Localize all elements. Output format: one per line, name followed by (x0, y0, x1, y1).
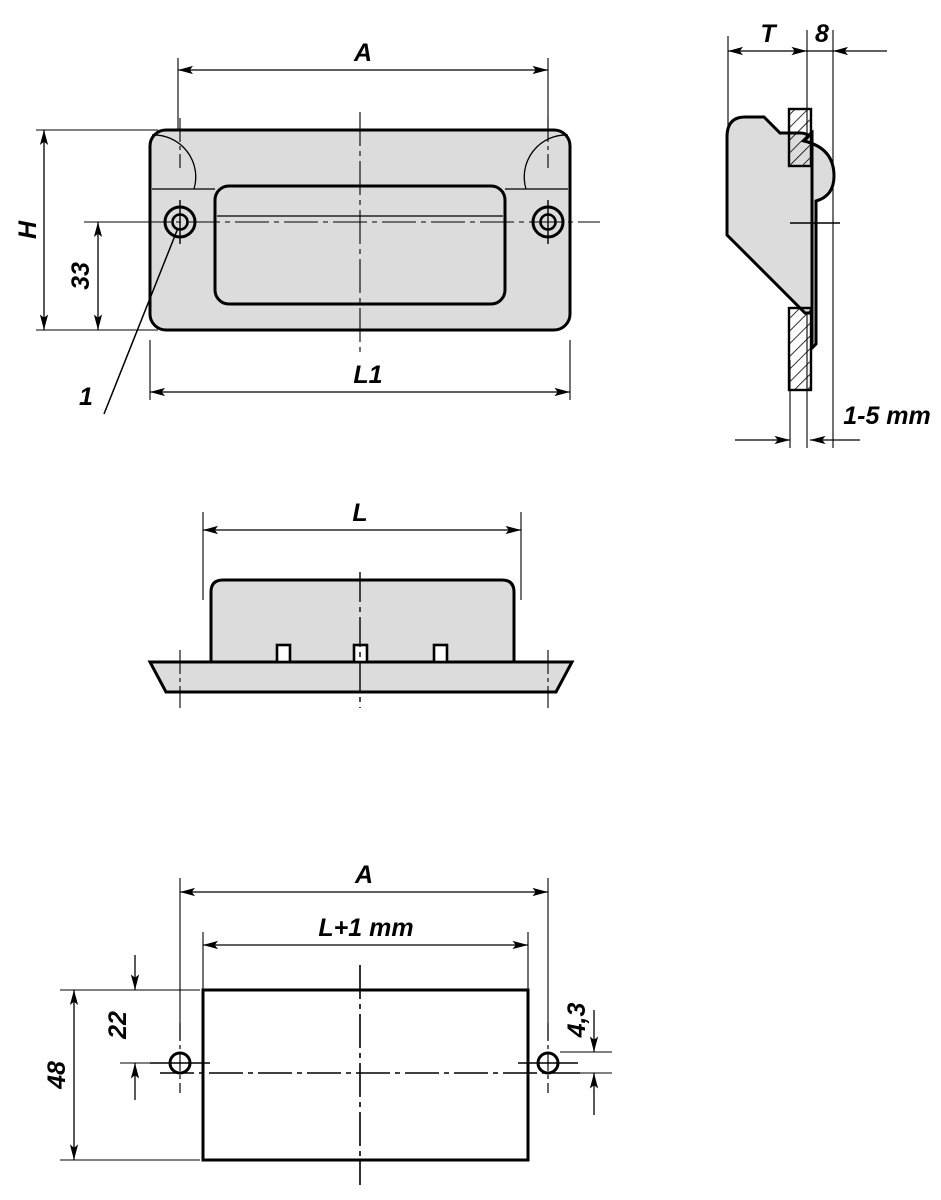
dimension-L: L (203, 499, 521, 535)
dimension-L-plus-1: L+1 mm (203, 914, 528, 950)
dimension-L-plus-1-label: L+1 mm (318, 914, 413, 942)
corner-relief-arc-left (151, 134, 197, 190)
dimension-48-label: 48 (43, 1061, 71, 1090)
front-elevation-view-group: L (147, 499, 575, 708)
side-snap-lip (801, 129, 836, 352)
cutout-hole-right (518, 1023, 578, 1093)
dimension-L1-label: L1 (353, 361, 382, 389)
callout-1-label: 1 (79, 383, 93, 411)
dimension-A-cutout: A (180, 861, 548, 897)
dimension-33-label: 33 (67, 262, 95, 290)
front-body-block (209, 578, 516, 664)
dimension-L1: L1 (150, 361, 570, 397)
dimension-T-label: T (760, 20, 778, 48)
cutout-view-group: A L+1 mm 48 22 4,3 (43, 861, 612, 1185)
dimension-A-top-label: A (353, 39, 372, 67)
dimension-panel-thickness: 1-5 mm (735, 402, 931, 445)
panel-section-lower (787, 306, 813, 392)
dimension-A-top: A (178, 39, 548, 75)
dimension-8: 8 (807, 20, 887, 56)
dimension-T: T (728, 20, 807, 56)
dimension-H: H (14, 130, 49, 330)
dimension-48: 48 (43, 990, 79, 1160)
snap-tab-left (275, 643, 292, 664)
side-section-view-group: T 8 1-5 mm (725, 20, 931, 448)
dimension-A-cutout-label: A (354, 861, 373, 889)
dimension-panel-thickness-label: 1-5 mm (843, 402, 931, 430)
panel-section-upper (787, 107, 813, 168)
dimension-22: 22 (104, 955, 140, 1100)
dimension-4-3-label: 4,3 (563, 1003, 591, 1039)
panel-cutout-rectangle (201, 988, 530, 1162)
mounting-hole-right (531, 200, 565, 244)
dimension-22-label: 22 (104, 1011, 132, 1040)
dimension-L-label: L (352, 499, 367, 527)
dimension-33: 33 (67, 222, 103, 330)
dimension-8-label: 8 (815, 20, 829, 48)
dimension-4-3: 4,3 (563, 1003, 599, 1115)
dimension-H-label: H (14, 220, 42, 239)
corner-relief-arc-right (523, 134, 569, 190)
top-view-group: A H 33 L1 1 (14, 39, 600, 415)
front-flange-plate (147, 660, 575, 694)
callout-1-leader: 1 (79, 227, 179, 415)
cutout-hole-left (150, 1023, 210, 1093)
snap-tab-right (432, 643, 449, 664)
mounting-hole-left (163, 200, 197, 244)
